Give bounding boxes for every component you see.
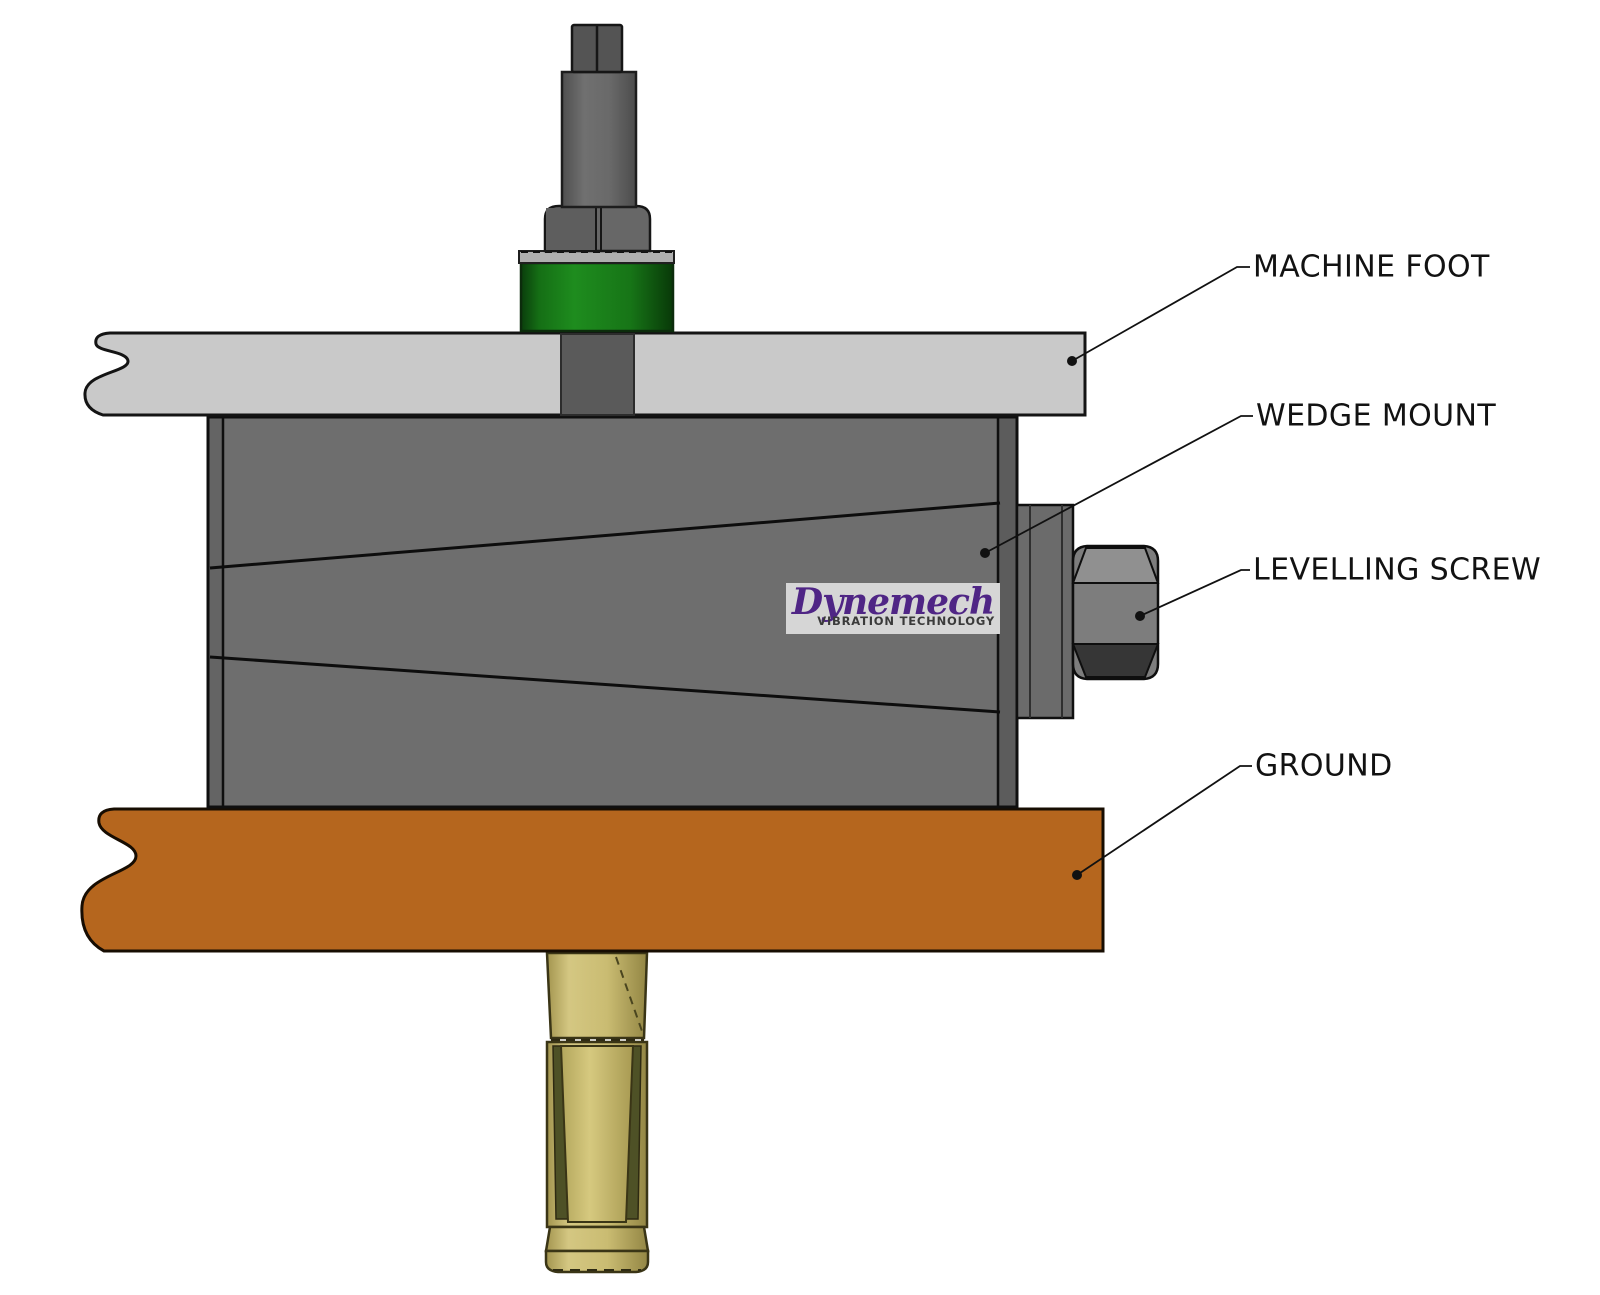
leader-machine-foot [1071,266,1250,362]
leader-dot-wedge-mount [980,548,990,558]
dynemech-logo: Dynemech VIBRATION TECHNOLOGY [786,583,1000,634]
top-stud-assembly [518,23,675,333]
screw-boss [1015,503,1075,720]
logo-brand-text: Dynemech [791,581,995,623]
leader-dot-machine-foot [1067,356,1077,366]
ground-slab [80,807,1105,953]
stud-through-plate [560,333,635,416]
stud-shaft [560,70,638,209]
label-levelling-screw: LEVELLING SCREW [1253,552,1542,588]
levelling-screw-assembly [1015,503,1160,720]
anchor-neck [545,951,649,1040]
leader-ground [1076,765,1252,876]
wedge-taper-line-upper [209,501,1001,570]
anchor-expansion-plug [559,1045,635,1223]
label-wedge-mount: WEDGE MOUNT [1256,398,1497,434]
label-ground: GROUND [1255,748,1393,784]
leader-levelling-screw [1139,569,1250,617]
leader-dot-ground [1072,870,1082,880]
levelling-nut-top-facet [1071,547,1160,584]
callout-leaders [984,266,1253,876]
leader-wedge-mount [984,415,1253,554]
wedge-left-facet [208,417,223,807]
levelling-nut-bottom-facet [1071,643,1160,678]
wedge-taper-line-lower [209,655,1001,714]
wedge-right-facet [998,417,1017,807]
leader-dot-levelling-screw [1135,611,1145,621]
anchor-end-cap [544,1249,650,1274]
stud-hex-nut-left-facet [546,208,596,250]
rubber-washer-green [519,261,675,333]
anchor-collar [544,1225,650,1253]
anchor-bolt [544,951,650,1274]
label-machine-foot: MACHINE FOOT [1253,249,1490,285]
leader-dots [980,356,1145,880]
logo-tagline-text: VIBRATION TECHNOLOGY [817,614,995,628]
